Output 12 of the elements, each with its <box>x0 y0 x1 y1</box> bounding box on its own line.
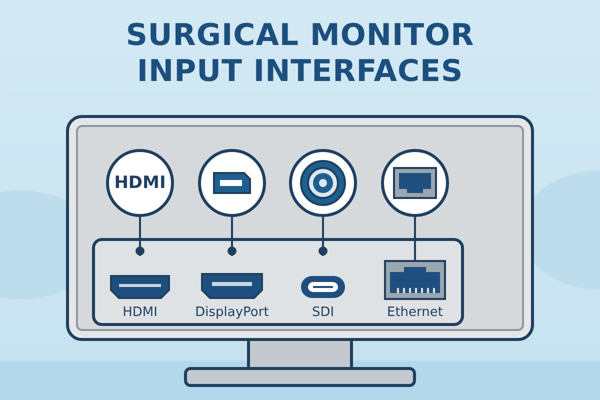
port-label: Ethernet <box>387 305 443 320</box>
port-label: SDI <box>312 305 334 320</box>
port-panel <box>92 238 464 326</box>
connector-circle: HDMI <box>106 149 174 217</box>
monitor-screen <box>66 115 534 341</box>
port-label: DisplayPort <box>195 305 269 320</box>
connector-line <box>228 217 236 256</box>
title: SURGICAL MONITOR INPUT INTERFACES <box>124 18 476 90</box>
connector-line <box>414 217 416 262</box>
connector-line <box>318 217 328 256</box>
port-label: HDMI <box>122 305 158 320</box>
connector-line <box>136 217 144 256</box>
